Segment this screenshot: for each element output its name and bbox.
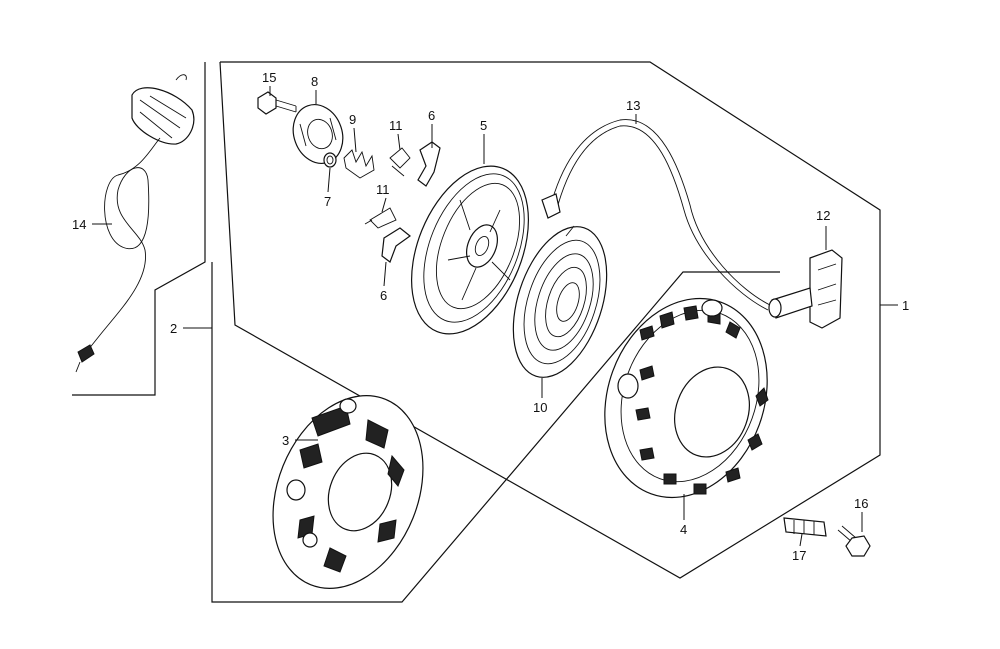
choke-cable-part — [75, 74, 195, 373]
callout-11-lower: 11 — [376, 182, 390, 197]
callout-11-upper: 11 — [389, 118, 403, 133]
pawl-part-lower — [364, 207, 397, 229]
reel-part — [410, 165, 530, 335]
flange-bolt-part — [837, 525, 871, 557]
ratchet-plate-part — [292, 104, 344, 164]
pawl-part-upper — [389, 147, 411, 177]
callout-12: 12 — [816, 208, 830, 223]
assembly-outline-2 — [72, 62, 780, 603]
callout-4: 4 — [680, 522, 687, 537]
callout-15: 15 — [262, 70, 276, 85]
callout-13: 13 — [626, 98, 640, 113]
clip-part — [323, 152, 337, 168]
bolt-part — [257, 91, 297, 115]
ratchet-guide-upper — [417, 141, 441, 187]
starter-grip-part — [768, 249, 843, 329]
callout-17: 17 — [792, 548, 806, 563]
callout-7: 7 — [324, 194, 331, 209]
starter-case-part — [604, 297, 769, 499]
callout-16: 16 — [854, 496, 868, 511]
callout-labels: 1 2 3 4 5 6 6 7 8 9 10 11 11 12 13 14 15… — [72, 70, 909, 563]
recoil-spring-part — [512, 225, 608, 378]
callout-6-lower: 6 — [380, 288, 387, 303]
callout-6-upper: 6 — [428, 108, 435, 123]
ratchet-guide-lower — [381, 227, 411, 263]
callout-5: 5 — [480, 118, 487, 133]
callout-1: 1 — [902, 298, 909, 313]
leader-lines — [92, 86, 898, 547]
callout-3: 3 — [282, 433, 289, 448]
starter-flange-part — [272, 395, 424, 589]
callout-9: 9 — [349, 112, 356, 127]
callout-10: 10 — [533, 400, 547, 415]
callout-2: 2 — [170, 321, 177, 336]
starter-rope-part — [541, 119, 771, 311]
callout-14: 14 — [72, 217, 86, 232]
callout-8: 8 — [311, 74, 318, 89]
spring-part — [343, 149, 375, 179]
rope-guide-part — [783, 517, 827, 537]
assembly-outline-1 — [219, 61, 881, 579]
